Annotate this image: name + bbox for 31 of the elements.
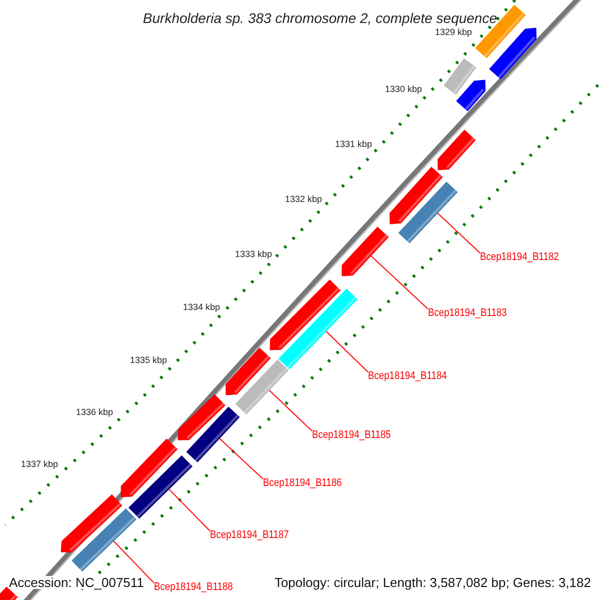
- scale-label: 1335 kbp: [130, 356, 167, 365]
- leader-line: [268, 390, 312, 432]
- scale-label: 1336 kbp: [76, 408, 113, 417]
- scale-label: 1329 kbp: [434, 28, 472, 37]
- leader-line: [370, 255, 428, 310]
- gene-label: Bcep18194_B1188: [154, 582, 233, 593]
- gene-label: Bcep18194_B1183: [428, 308, 507, 319]
- scale-label: 1334 kbp: [182, 303, 220, 312]
- leader-line: [219, 438, 264, 480]
- gene-feature: [342, 226, 389, 276]
- gene-label: Bcep18194_B1187: [210, 530, 289, 541]
- summary-text: Topology: circular; Length: 3,587,082 bp; Genes: 3,182: [274, 576, 591, 589]
- gene-feature: [235, 360, 289, 414]
- gene-label: Bcep18194_B1185: [312, 430, 391, 441]
- map-title: Burkholderia sp. 383 chromosome 2, complete sequence: [142, 11, 497, 25]
- gene-feature: [398, 182, 458, 244]
- leader-line: [113, 540, 154, 584]
- gene-feature: [278, 288, 358, 370]
- gene-feature: [186, 406, 240, 462]
- scale-label: 1331 kbp: [334, 140, 372, 149]
- gene-feature: [128, 455, 193, 519]
- gene-label: Bcep18194_B1186: [263, 478, 342, 489]
- leader-line: [437, 212, 480, 254]
- leader-line: [168, 488, 210, 532]
- scale-label: 1337 kbp: [20, 460, 58, 469]
- leader-line: [326, 330, 368, 372]
- gene-label: Bcep18194_B1182: [480, 252, 559, 263]
- accession-text: Accession: NC_007511: [9, 576, 144, 589]
- scale-label: 1330 kbp: [384, 85, 422, 94]
- gene-label: Bcep18194_B1184: [368, 371, 447, 382]
- gene-feature: [72, 508, 136, 572]
